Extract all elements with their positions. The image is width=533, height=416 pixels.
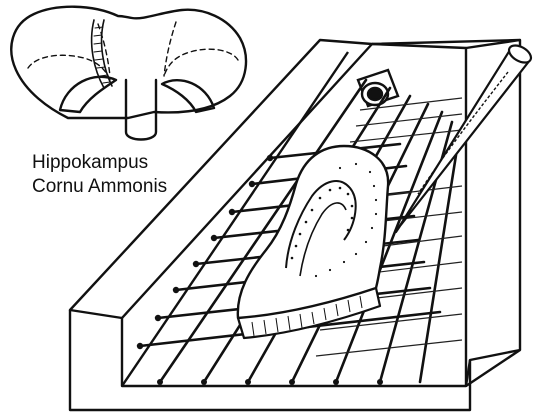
brain-schematic xyxy=(11,7,246,140)
brainstem xyxy=(126,80,156,140)
label-cornu-ammonis: Cornu Ammonis xyxy=(32,176,167,197)
inflow-tube xyxy=(358,70,398,106)
tissue-slice xyxy=(238,146,388,338)
label-hippokampus: Hippokampus xyxy=(32,152,148,173)
recording-pipette xyxy=(396,42,533,232)
floor-wire-beads xyxy=(157,379,383,385)
